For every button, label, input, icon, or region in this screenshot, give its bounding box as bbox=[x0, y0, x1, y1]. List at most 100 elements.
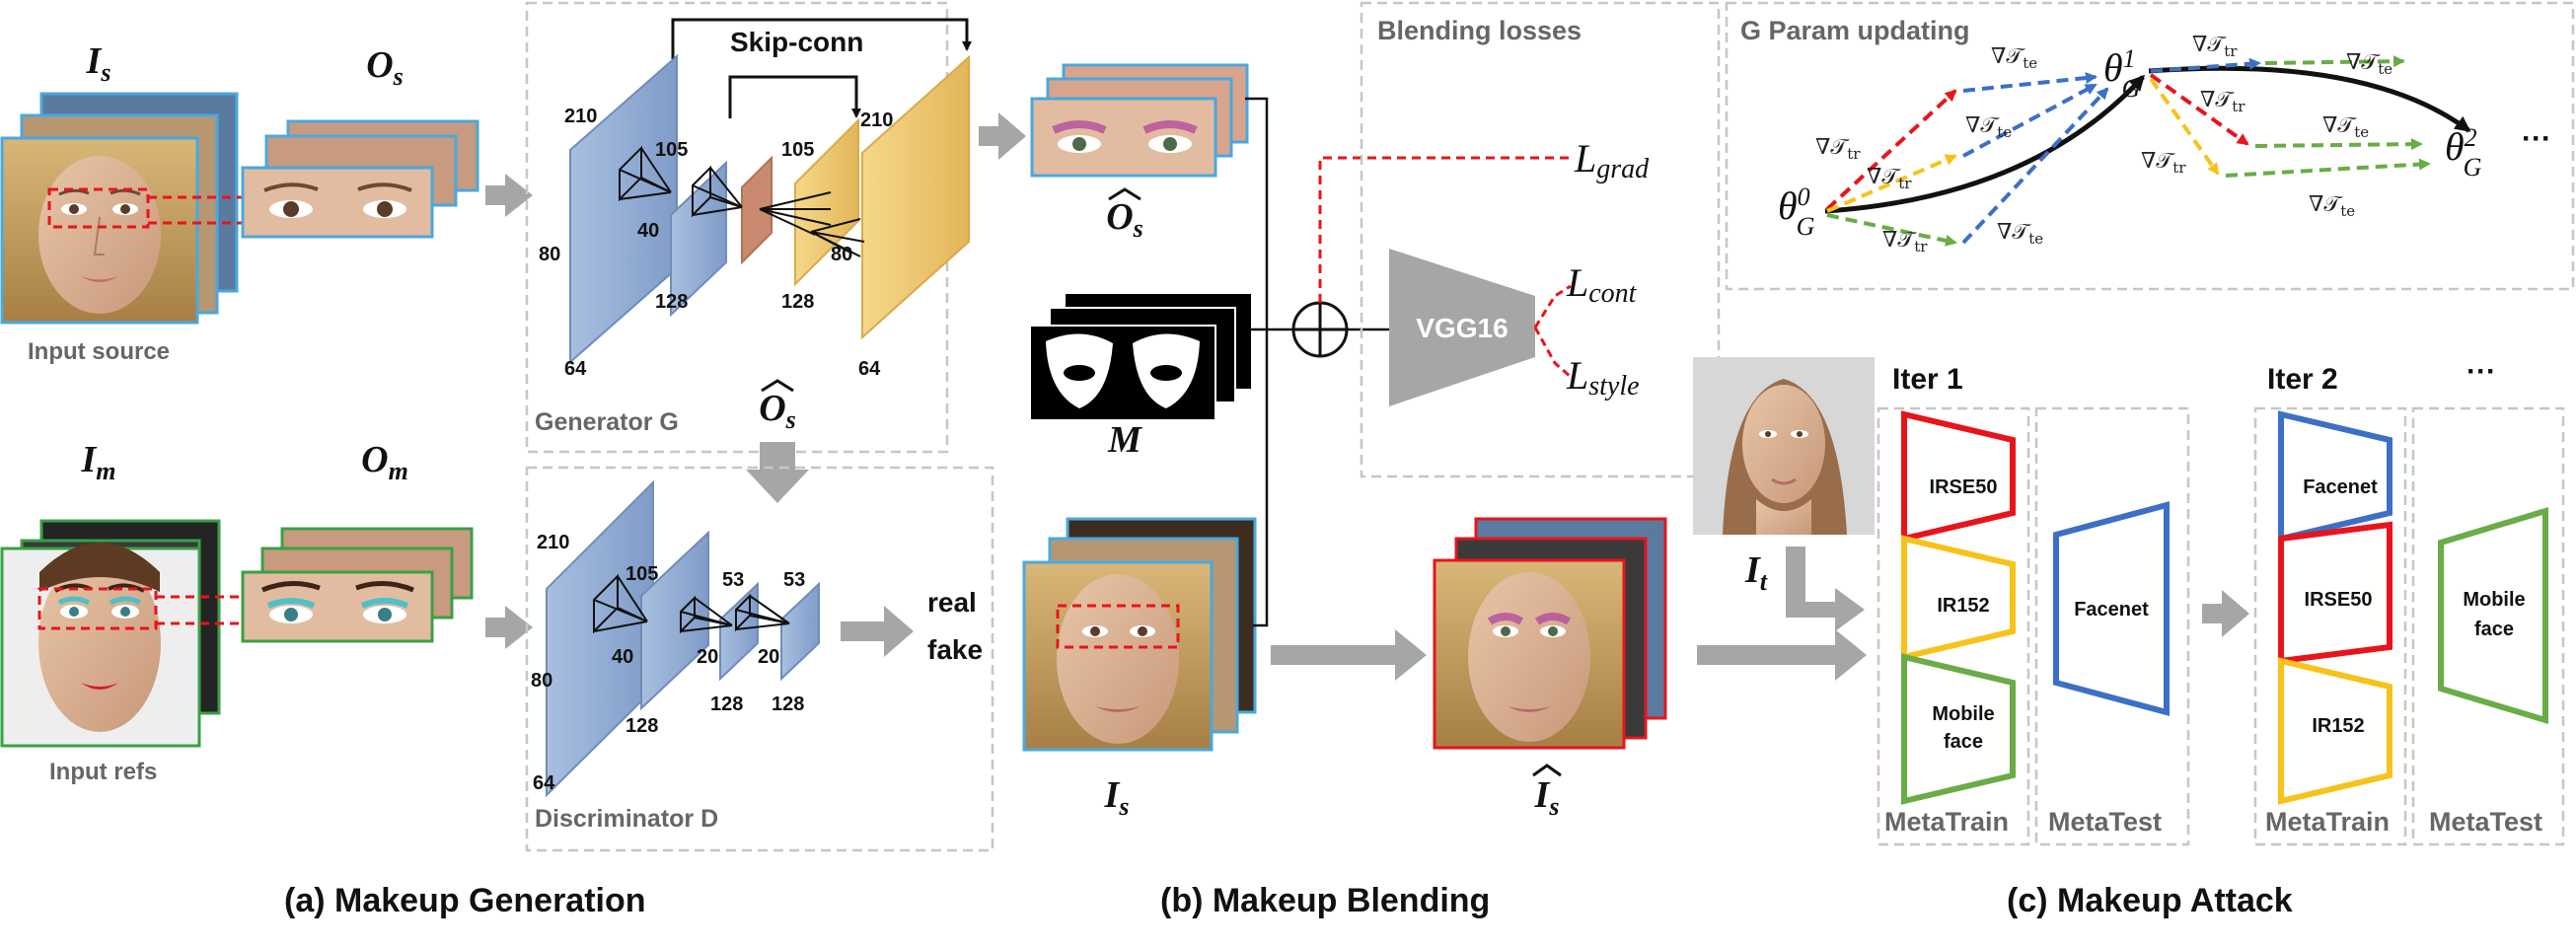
disc-layer-3 bbox=[719, 581, 759, 682]
input-refs-label: Input refs bbox=[49, 759, 157, 785]
arrow-into-generator bbox=[485, 174, 533, 217]
theta-ellipsis: ··· bbox=[2522, 122, 2551, 155]
iter1-metatest-label: MetaTest bbox=[2048, 807, 2162, 837]
gen-dim-64b: 64 bbox=[858, 358, 881, 380]
grad-label-te-b: ∇𝒯te bbox=[1965, 113, 2012, 141]
is-blend-symbol: Is bbox=[1104, 774, 1130, 821]
disc-dim-53b: 53 bbox=[783, 569, 805, 591]
disc-conv-kernel-3 bbox=[735, 593, 790, 632]
disc-dim-210: 210 bbox=[537, 532, 569, 553]
os-hat-hat-gen bbox=[761, 379, 794, 393]
os-symbol: Os bbox=[366, 44, 404, 91]
disc-dim-128b: 128 bbox=[710, 694, 743, 715]
iter1-label-ir152: IR152 bbox=[1937, 595, 1989, 617]
param-update-box bbox=[1725, 1, 2575, 291]
grad-arrow-green-1b bbox=[2254, 138, 2423, 151]
grad-arrow-green-0 bbox=[1826, 213, 1957, 247]
iter2-label-facenet: Facenet bbox=[2303, 476, 2378, 498]
gen-dim-105b: 105 bbox=[781, 139, 814, 161]
oshat-symbol: Os bbox=[1106, 196, 1143, 243]
grad-labels: ∇𝒯tr ∇𝒯tr ∇𝒯tr ∇𝒯te ∇𝒯te ∇𝒯te ∇𝒯tr ∇𝒯te … bbox=[1815, 33, 2392, 256]
skip-connection-outer bbox=[671, 18, 972, 59]
gen-deconv-kernel-2 bbox=[810, 218, 865, 257]
connector-grad-loss bbox=[1318, 156, 1571, 303]
gen-layer-2 bbox=[670, 160, 727, 318]
grad-label-te-d: ∇𝒯te bbox=[2346, 50, 2392, 78]
arrow-target-to-iter1 bbox=[1786, 547, 1865, 631]
blending-losses-box bbox=[1360, 1, 1721, 478]
im-symbol: Im bbox=[80, 439, 115, 485]
section-c-title: (c) Makeup Attack bbox=[2007, 882, 2293, 919]
grad-label-tr-f: ∇𝒯tr bbox=[2141, 149, 2186, 177]
section-a: Input source Is Os bbox=[0, 1, 994, 919]
iter-more: ··· bbox=[2466, 355, 2496, 388]
vgg16-block bbox=[1389, 249, 1535, 406]
connector-is bbox=[1253, 329, 1269, 627]
fake-label: fake bbox=[927, 634, 983, 665]
disc-dim-53a: 53 bbox=[722, 569, 744, 591]
iter1-test-label: Facenet bbox=[2074, 599, 2149, 620]
grad-label-te-e: ∇𝒯te bbox=[2322, 113, 2369, 141]
iter1-test-facenet bbox=[2053, 501, 2170, 716]
real-label: real bbox=[927, 587, 977, 618]
gen-layer-3 bbox=[741, 155, 773, 265]
gen-conv-kernel-2 bbox=[692, 165, 743, 218]
skip-connection-inner bbox=[728, 75, 861, 118]
gen-dim-40a: 40 bbox=[637, 220, 659, 242]
vgg16-label: VGG16 bbox=[1416, 313, 1508, 343]
iter1-label-mobile: Mobile bbox=[1932, 703, 1994, 725]
disc-dim-40: 40 bbox=[612, 646, 633, 668]
gen-dim-105a: 105 bbox=[655, 139, 688, 161]
iter2-model-irse50 bbox=[2278, 521, 2392, 665]
gen-layer-5 bbox=[861, 54, 970, 340]
target-face bbox=[1693, 357, 1875, 535]
face-image-blended bbox=[1433, 558, 1626, 750]
iter2-metatrain-label: MetaTrain bbox=[2265, 807, 2390, 837]
disc-conv-kernel-2 bbox=[680, 595, 733, 634]
combine-operator bbox=[1291, 301, 1349, 358]
om-symbol: Om bbox=[361, 439, 408, 485]
iter2-test-label-mobile: Mobile bbox=[2463, 589, 2525, 611]
skip-conn-label: Skip-conn bbox=[730, 27, 863, 57]
mask-stack bbox=[1029, 294, 1251, 421]
grad-arrow-yellow-1 bbox=[2149, 77, 2220, 176]
it-symbol: It bbox=[1744, 549, 1768, 596]
eye-image-source bbox=[241, 166, 434, 239]
ishat-stack bbox=[1433, 517, 1667, 750]
iter2-label-irse50: IRSE50 bbox=[2305, 589, 2373, 611]
loss-cont: Lcont bbox=[1566, 260, 1638, 309]
update-curve-1-2 bbox=[2148, 65, 2471, 133]
disc-dim-128a: 128 bbox=[626, 715, 658, 737]
blending-losses-label: Blending losses bbox=[1377, 16, 1582, 45]
grad-label-tr-e: ∇𝒯tr bbox=[2200, 88, 2245, 115]
param-update-title: G Param updating bbox=[1740, 16, 1970, 45]
disc-dim-20a: 20 bbox=[697, 646, 718, 668]
eye-image-refs bbox=[241, 570, 434, 643]
ishat-hat bbox=[1532, 764, 1562, 777]
update-curve-0-1 bbox=[1824, 74, 2146, 214]
grad-label-te-f: ∇𝒯te bbox=[2309, 192, 2355, 220]
iter1-label-irse50: IRSE50 bbox=[1930, 476, 1998, 498]
iter2-metatest-label: MetaTest bbox=[2429, 807, 2542, 837]
disc-conv-kernel-1 bbox=[593, 573, 648, 634]
gen-dim-210b: 210 bbox=[860, 110, 893, 131]
disc-layer-2 bbox=[640, 530, 709, 711]
iter1-metatrain-label: MetaTrain bbox=[1884, 807, 2009, 837]
grad-label-tr-a: ∇𝒯tr bbox=[1815, 135, 1861, 163]
gen-deconv-kernel-1 bbox=[759, 191, 832, 236]
discriminator-box bbox=[525, 466, 994, 852]
oshat-hat bbox=[1108, 187, 1141, 201]
gen-dim-210a: 210 bbox=[564, 106, 597, 127]
input-source-label: Input source bbox=[28, 338, 170, 365]
grad-arrow-red-0 bbox=[1825, 89, 1957, 211]
mask-symbol: M bbox=[1107, 419, 1142, 461]
ishat-symbol: Is bbox=[1534, 774, 1560, 821]
gen-dim-128a: 128 bbox=[655, 291, 688, 313]
iter1-metatrain-box bbox=[1877, 406, 2030, 846]
grad-arrow-blue-0 bbox=[1962, 72, 2098, 93]
os-hat-symbol-gen: Os bbox=[759, 388, 796, 434]
grad-arrow-blue-0c bbox=[1961, 87, 2109, 245]
